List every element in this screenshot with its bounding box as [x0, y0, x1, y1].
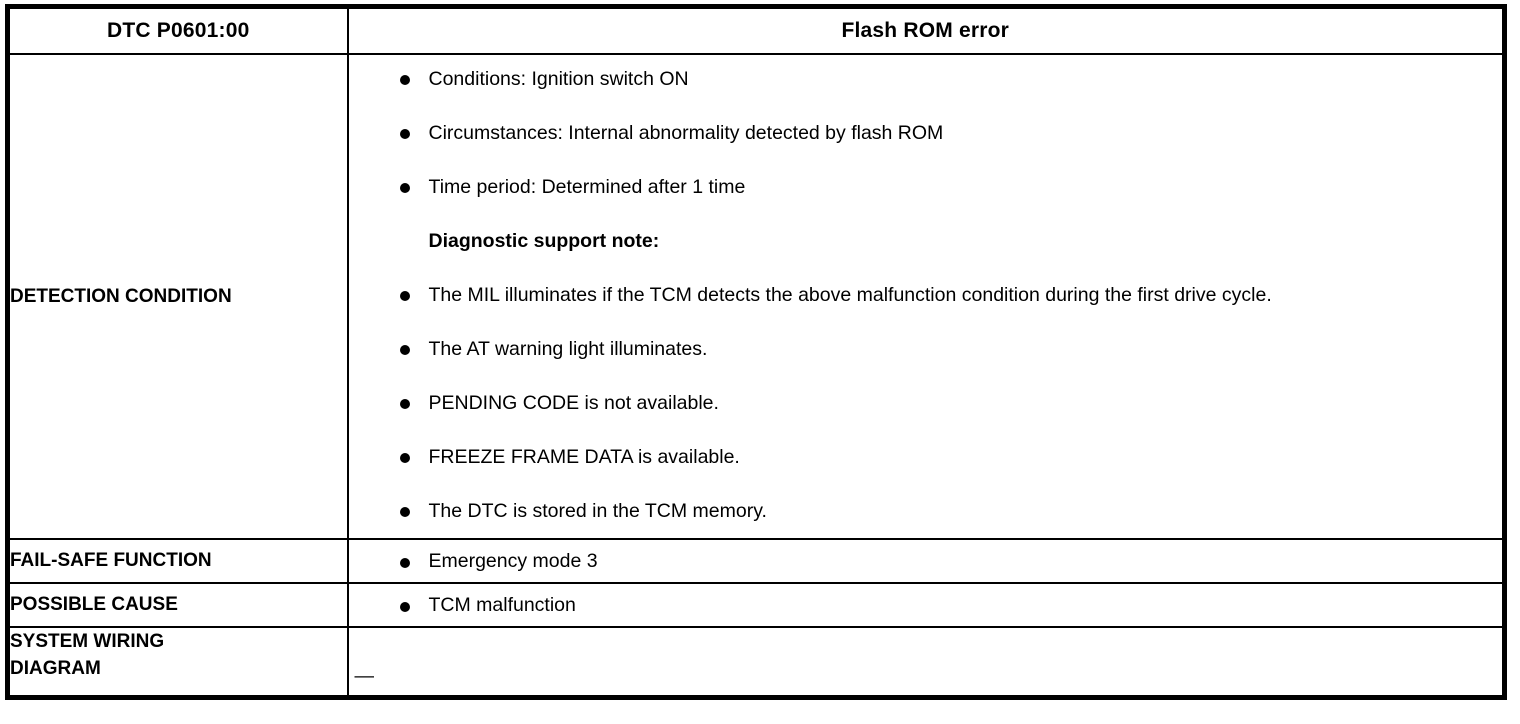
list-item: Emergency mode 3: [349, 549, 1503, 573]
row-label-line-1: SYSTEM WIRING: [10, 631, 165, 652]
row-label-fail-safe-function: FAIL-SAFE FUNCTION: [6, 538, 349, 584]
table-row-fail-safe-function: FAIL-SAFE FUNCTION Emergency mode 3: [6, 538, 1506, 584]
list-item: FREEZE FRAME DATA is available.: [349, 444, 1503, 471]
list-item: PENDING CODE is not available.: [349, 390, 1503, 417]
detection-condition-list: Conditions: Ignition switch ON Circumsta…: [349, 66, 1503, 525]
dtc-code-header: DTC P0601:00: [6, 5, 349, 55]
row-value-possible-cause: TCM malfunction: [346, 582, 1506, 628]
table-row-possible-cause: POSSIBLE CAUSE TCM malfunction: [6, 582, 1506, 628]
list-item: TCM malfunction: [349, 593, 1503, 617]
list-item: The DTC is stored in the TCM memory.: [349, 498, 1503, 525]
list-item: Circumstances: Internal abnormality dete…: [349, 120, 1503, 147]
possible-cause-list: TCM malfunction: [349, 593, 1503, 617]
table-row-detection-condition: DETECTION CONDITION Conditions: Ignition…: [6, 53, 1506, 540]
list-item: The MIL illuminates if the TCM detects t…: [349, 282, 1503, 309]
fail-safe-function-list: Emergency mode 3: [349, 549, 1503, 573]
list-item: Time period: Determined after 1 time: [349, 174, 1503, 201]
table-row-system-wiring-diagram: SYSTEM WIRING DIAGRAM —: [6, 626, 1506, 699]
list-item: Conditions: Ignition switch ON: [349, 66, 1503, 93]
row-label-possible-cause: POSSIBLE CAUSE: [6, 582, 349, 628]
diagnostic-support-note-heading: Diagnostic support note:: [428, 230, 660, 252]
em-dash-placeholder: —: [354, 665, 375, 687]
table-header-row: DTC P0601:00 Flash ROM error: [6, 5, 1506, 55]
row-label-line-2: DIAGRAM: [10, 658, 101, 679]
dtc-title-header: Flash ROM error: [346, 5, 1506, 55]
row-label-detection-condition: DETECTION CONDITION: [6, 53, 349, 540]
row-value-fail-safe-function: Emergency mode 3: [346, 538, 1506, 584]
dtc-diagnostic-table: DTC P0601:00 Flash ROM error DETECTION C…: [5, 4, 1507, 700]
list-item: The AT warning light illuminates.: [349, 336, 1503, 363]
row-value-system-wiring-diagram: —: [346, 626, 1506, 699]
row-value-detection-condition: Conditions: Ignition switch ON Circumsta…: [346, 53, 1506, 540]
row-label-system-wiring-diagram: SYSTEM WIRING DIAGRAM: [6, 626, 349, 699]
